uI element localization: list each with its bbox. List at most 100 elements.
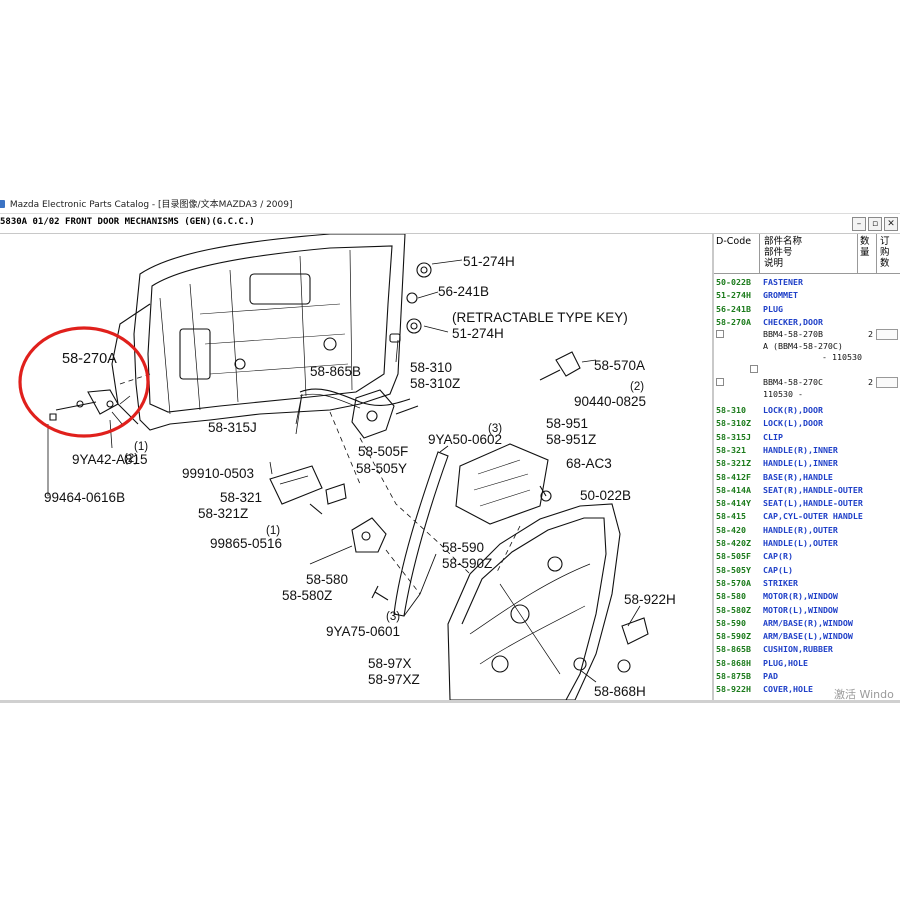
part-name: CHECKER,DOOR — [763, 316, 823, 327]
callout-58-310z[interactable]: 58-310Z — [410, 376, 461, 391]
order-checkbox[interactable] — [716, 330, 724, 338]
callout-99865-0516[interactable]: 99865-0516 — [210, 536, 283, 551]
callout-58-97xz[interactable]: 58-97XZ — [368, 672, 420, 687]
column-separator — [876, 234, 877, 274]
callout-9ya75-0601[interactable]: 9YA75-0601 — [326, 624, 401, 639]
callout-99910-0503[interactable]: 99910-0503 — [182, 466, 255, 481]
part-number[interactable]: BBM4-58-270C — [763, 377, 823, 387]
close-button[interactable]: ✕ — [884, 217, 898, 231]
highlight-circle — [18, 326, 150, 438]
callout-9ya42-a815[interactable]: 9YA42-A815 — [72, 452, 148, 467]
callout-58-321z[interactable]: 58-321Z — [198, 506, 249, 521]
part-dcode: 58-415 — [716, 511, 746, 522]
callout-51-274h[interactable]: 51-274H — [463, 254, 515, 269]
callout-68-ac3[interactable]: 68-AC3 — [566, 456, 612, 471]
part-dcode: 58-865B — [716, 644, 751, 655]
window-title: Mazda Electronic Parts Catalog - [目录图像/文… — [9, 200, 293, 210]
callout-58-590z[interactable]: 58-590Z — [442, 556, 493, 571]
part-name: HANDLE(L),OUTER — [763, 538, 838, 548]
callout-58-590[interactable]: 58-590 — [442, 540, 485, 555]
part-name: ARM/BASE(R),WINDOW — [763, 617, 853, 628]
callout-50-022b[interactable]: 50-022B — [580, 488, 632, 503]
callout-58-315j[interactable]: 58-315J — [208, 420, 257, 435]
part-name: SEAT(R),HANDLE-OUTER — [763, 484, 863, 495]
parts-diagram[interactable]: 51-274H 56-241B (RETRACTABLE TYPE KEY) 5… — [0, 234, 712, 700]
window-title-bar: Mazda Electronic Parts Catalog - [目录图像/文… — [0, 197, 900, 214]
expand-toggle[interactable] — [750, 365, 758, 373]
callout-9ya50-0602[interactable]: 9YA50-0602 — [428, 432, 503, 447]
column-header-qty[interactable]: 数 量 — [860, 236, 870, 258]
quantity-note: (2) — [124, 453, 139, 465]
callout-58-570a[interactable]: 58-570A — [594, 358, 646, 373]
column-header-dcode[interactable]: D-Code — [716, 236, 752, 247]
part-note: 110530 - — [763, 389, 803, 399]
part-name: PAD — [763, 671, 778, 681]
parts-list-header: D-Code 部件名称 部件号 说明 数 量 订 购 数 — [714, 234, 900, 274]
restore-button[interactable]: ▫ — [868, 217, 882, 231]
order-quantity-input[interactable] — [876, 377, 898, 388]
pane-splitter[interactable] — [712, 234, 714, 700]
callout-58-868h[interactable]: 58-868H — [594, 684, 646, 699]
callout-58-97x[interactable]: 58-97X — [368, 656, 412, 671]
order-checkbox[interactable] — [716, 378, 724, 386]
activation-watermark: 激活 Windo — [834, 688, 894, 701]
part-note: - 110530 — [822, 352, 862, 362]
callout-58-580z[interactable]: 58-580Z — [282, 588, 333, 603]
callout-56-241b[interactable]: 56-241B — [438, 284, 490, 299]
callout-51-274h-second[interactable]: 51-274H — [452, 326, 504, 341]
callout-58-951z[interactable]: 58-951Z — [546, 432, 597, 447]
column-header-name[interactable]: 部件名称 部件号 说明 — [764, 236, 803, 269]
callout-58-310[interactable]: 58-310 — [410, 360, 453, 375]
callout-58-505y[interactable]: 58-505Y — [356, 461, 408, 476]
quantity-note: (3) — [488, 423, 503, 435]
part-number[interactable]: BBM4-58-270B — [763, 329, 823, 339]
part-name: HANDLE(L),INNER — [763, 458, 838, 469]
horizontal-scrollbar[interactable] — [0, 700, 900, 703]
callout-58-951[interactable]: 58-951 — [546, 416, 589, 431]
order-quantity-input[interactable] — [876, 329, 898, 340]
part-name: CLIP — [763, 431, 783, 442]
callout-58-922h[interactable]: 58-922H — [624, 592, 676, 607]
callout-90440-0825[interactable]: 90440-0825 — [574, 394, 647, 409]
part-dcode: 58-570A — [716, 577, 751, 588]
parts-row[interactable]: 58-951PAD(R) — [714, 697, 900, 700]
part-name: PAD(R) — [763, 697, 793, 700]
callout-99464-0616b[interactable]: 99464-0616B — [44, 490, 126, 505]
minimize-button[interactable]: – — [852, 217, 866, 231]
column-separator — [857, 234, 858, 274]
callout-58-270a[interactable]: 58-270A — [62, 351, 117, 367]
callout-58-580[interactable]: 58-580 — [306, 572, 349, 587]
column-header-order[interactable]: 订 购 数 — [880, 236, 890, 269]
callout-58-865b[interactable]: 58-865B — [310, 364, 362, 379]
callout-58-505f[interactable]: 58-505F — [358, 444, 409, 459]
exploded-view-drawing — [18, 234, 649, 700]
callout-58-321[interactable]: 58-321 — [220, 490, 263, 505]
